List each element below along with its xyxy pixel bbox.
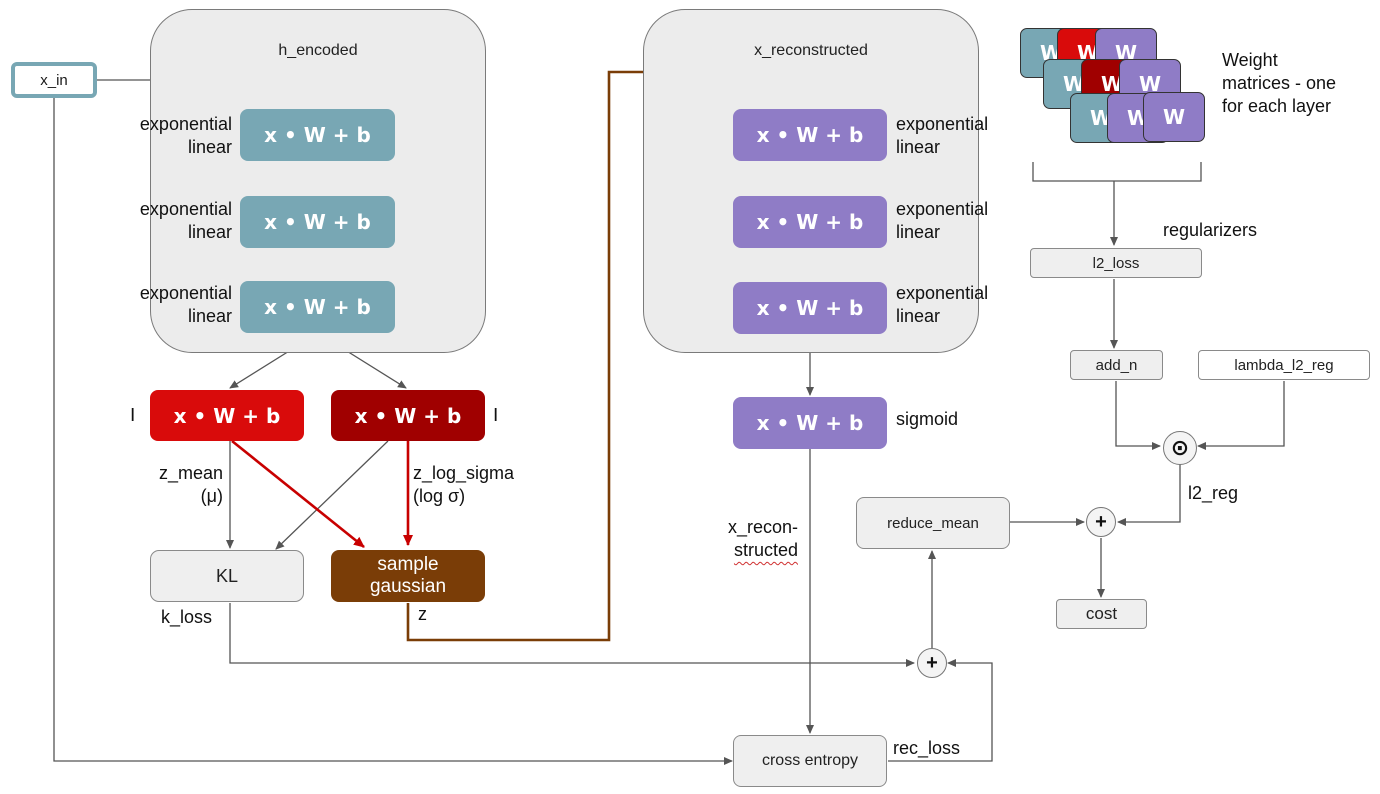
encoder-group: h_encoded bbox=[150, 9, 486, 353]
z-mean-label-line2: (μ) bbox=[200, 486, 223, 506]
encoder-layer-2: x • W + b bbox=[240, 196, 395, 248]
cost-sum-symbol: + bbox=[1095, 510, 1107, 533]
loss-sum-node: + bbox=[917, 648, 947, 678]
decoder-layer-1: x • W + b bbox=[733, 109, 887, 161]
decoder-output-activation: sigmoid bbox=[896, 409, 959, 429]
lambda-l2-reg-label: lambda_l2_reg bbox=[1234, 356, 1334, 374]
z-mean-label: z_mean (μ) bbox=[110, 462, 223, 508]
l2-loss-node: l2_loss bbox=[1030, 248, 1202, 278]
z-log-sigma-layer: x • W + b bbox=[331, 390, 485, 441]
z-log-sigma-identity-mark: I bbox=[493, 405, 499, 426]
encoder-activation-2: exponential linear bbox=[112, 198, 232, 244]
cost-sum-node: + bbox=[1086, 507, 1116, 537]
decoder-activation-3-line2: linear bbox=[896, 306, 941, 326]
weight-matrices-caption-line1: Weight bbox=[1222, 50, 1278, 70]
weight-matrices-caption: Weight matrices - one for each layer bbox=[1222, 49, 1336, 118]
loss-sum-symbol: + bbox=[926, 651, 938, 674]
encoder-layer-1: x • W + b bbox=[240, 109, 395, 161]
sample-gaussian-line1: sample bbox=[377, 554, 439, 575]
kl-label: KL bbox=[215, 565, 239, 586]
reduce-mean-node: reduce_mean bbox=[856, 497, 1010, 549]
x-in-input-node: x_in bbox=[11, 62, 97, 98]
encoder-activation-1-line1: exponential bbox=[139, 114, 232, 134]
cost-node: cost bbox=[1056, 599, 1147, 629]
encoder-activation-1-line2: linear bbox=[187, 137, 232, 157]
decoder-layer-3: x • W + b bbox=[733, 282, 887, 334]
decoder-output-layer: x • W + b bbox=[733, 397, 887, 449]
z-mean-identity-mark: I bbox=[130, 405, 136, 426]
encoder-title: h_encoded bbox=[278, 42, 358, 59]
x-in-label: x_in bbox=[40, 71, 68, 89]
reduce-mean-label: reduce_mean bbox=[887, 514, 979, 532]
add-n-label: add_n bbox=[1095, 356, 1138, 374]
l2-loss-label: l2_loss bbox=[1092, 254, 1140, 272]
decoder-activation-1-line2: linear bbox=[896, 137, 941, 157]
lambda-l2-reg-node: lambda_l2_reg bbox=[1198, 350, 1370, 380]
weight-matrix-card: W bbox=[1143, 92, 1205, 142]
z-log-sigma-label-line2: (log σ) bbox=[413, 486, 466, 506]
cross-entropy-node: cross entropy bbox=[733, 735, 887, 787]
x-reconstructed-line1: x_recon- bbox=[727, 517, 798, 537]
multiply-node: ⊙ bbox=[1163, 431, 1197, 465]
weight-matrices-caption-line3: for each layer bbox=[1222, 96, 1332, 116]
decoder-activation-1: exponential linear bbox=[896, 113, 988, 159]
decoder-activation-1-line1: exponential bbox=[896, 114, 989, 134]
cross-entropy-label: cross entropy bbox=[761, 752, 859, 769]
add-n-node: add_n bbox=[1070, 350, 1163, 380]
z-log-sigma-label-line1: z_log_sigma bbox=[413, 463, 515, 483]
encoder-layer-3: x • W + b bbox=[240, 281, 395, 333]
sample-gaussian-line2: gaussian bbox=[369, 576, 447, 597]
x-reconstructed-label: x_recon- structed bbox=[700, 516, 798, 562]
rec-loss-label: rec_loss bbox=[893, 738, 961, 758]
l2-reg-label: l2_reg bbox=[1188, 483, 1239, 503]
decoder-activation-2: exponential linear bbox=[896, 198, 988, 244]
weight-matrices-stack: W W W W W W W W W bbox=[1018, 26, 1214, 154]
encoder-activation-3-line1: exponential bbox=[139, 283, 232, 303]
encoder-activation-3: exponential linear bbox=[112, 282, 232, 328]
encoder-activation-1: exponential linear bbox=[112, 113, 232, 159]
z-mean-label-line1: z_mean bbox=[158, 463, 223, 483]
kl-node: KL bbox=[150, 550, 304, 602]
decoder-activation-2-line2: linear bbox=[896, 222, 941, 242]
decoder-layer-2: x • W + b bbox=[733, 196, 887, 248]
x-reconstructed-line2: structed bbox=[733, 540, 798, 560]
z-label: z bbox=[418, 604, 427, 624]
z-log-sigma-label: z_log_sigma (log σ) bbox=[413, 462, 514, 508]
decoder-activation-3: exponential linear bbox=[896, 282, 988, 328]
encoder-activation-2-line2: linear bbox=[187, 222, 232, 242]
cost-label: cost bbox=[1085, 604, 1118, 623]
decoder-activation-2-line1: exponential bbox=[896, 199, 989, 219]
k-loss-label: k_loss bbox=[161, 607, 213, 627]
encoder-activation-3-line2: linear bbox=[187, 306, 232, 326]
regularizers-label: regularizers bbox=[1163, 220, 1258, 240]
decoder-activation-3-line1: exponential bbox=[896, 283, 989, 303]
encoder-activation-2-line1: exponential bbox=[139, 199, 232, 219]
z-mean-layer: x • W + b bbox=[150, 390, 304, 441]
multiply-symbol: ⊙ bbox=[1170, 435, 1190, 460]
sample-gaussian-node: sample gaussian bbox=[331, 550, 485, 602]
decoder-title: x_reconstructed bbox=[754, 42, 868, 59]
weight-matrices-caption-line2: matrices - one bbox=[1222, 73, 1337, 93]
